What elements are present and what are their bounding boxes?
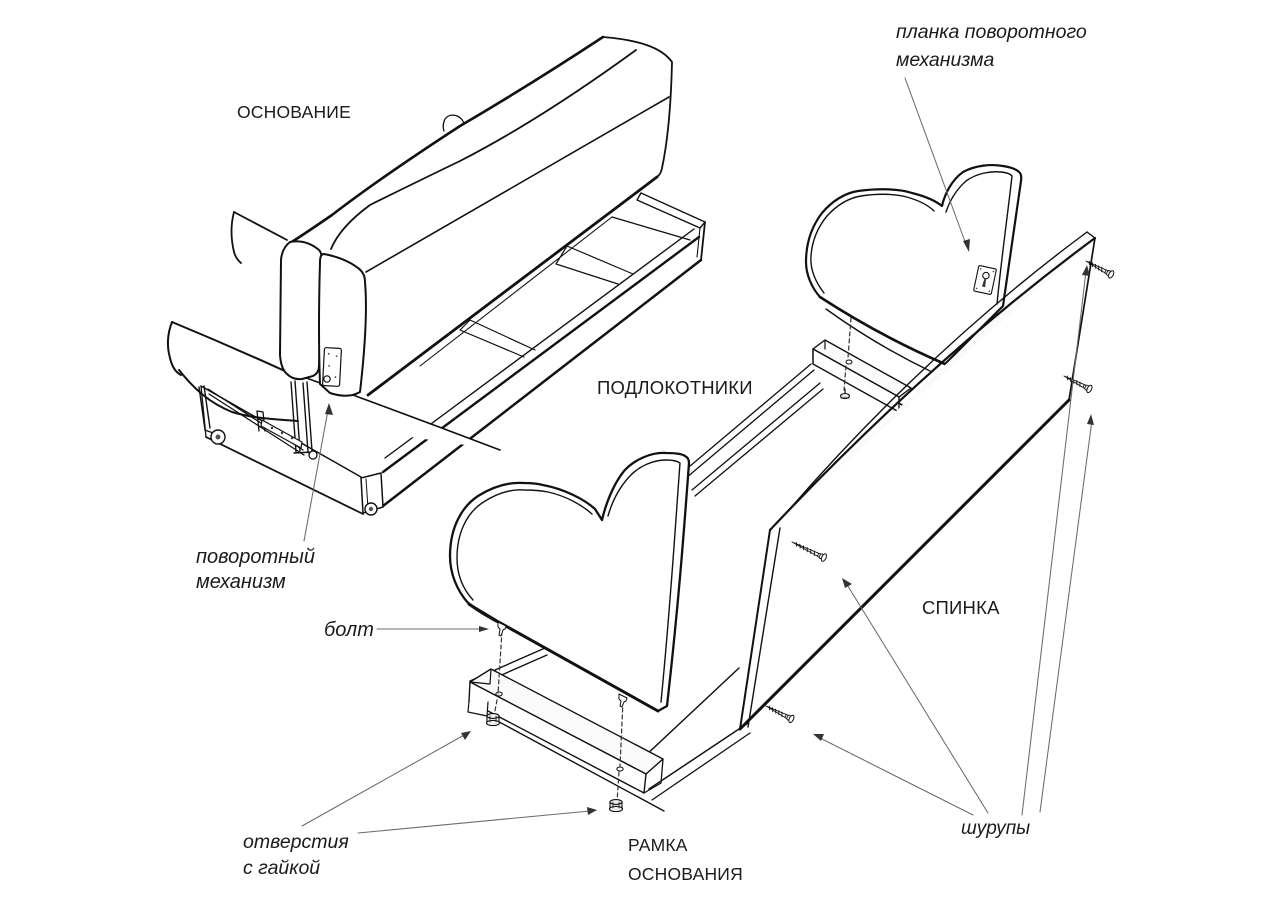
svg-text:болт: болт bbox=[324, 619, 374, 641]
svg-text:отверстия: отверстия bbox=[243, 831, 349, 853]
svg-text:ОСНОВАНИЯ: ОСНОВАНИЯ bbox=[628, 864, 743, 884]
svg-text:поворотный: поворотный bbox=[196, 546, 315, 568]
svg-text:механизм: механизм bbox=[196, 571, 286, 593]
svg-text:с гайкой: с гайкой bbox=[243, 857, 320, 879]
svg-text:шурупы: шурупы bbox=[961, 818, 1030, 839]
svg-text:ПОДЛОКОТНИКИ: ПОДЛОКОТНИКИ bbox=[597, 377, 753, 398]
svg-text:планка поворотного: планка поворотного bbox=[896, 21, 1087, 43]
svg-text:ОСНОВАНИЕ: ОСНОВАНИЕ bbox=[237, 102, 351, 122]
svg-text:СПИНКА: СПИНКА bbox=[922, 597, 1000, 618]
svg-text:РАМКА: РАМКА bbox=[628, 835, 688, 855]
svg-text:механизма: механизма bbox=[896, 49, 995, 71]
